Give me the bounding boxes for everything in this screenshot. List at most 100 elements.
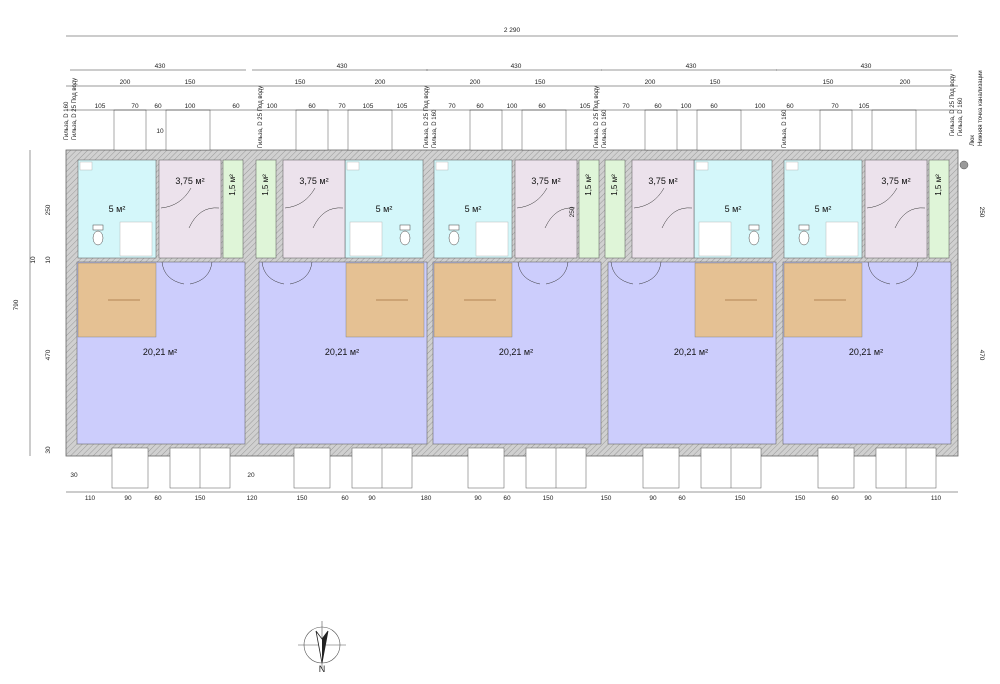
area-room-label: 20,21 м² xyxy=(674,347,708,357)
door-top-1 xyxy=(644,109,678,151)
corridor xyxy=(928,159,950,259)
compass-north-label: N xyxy=(319,664,326,674)
door-top-2 xyxy=(521,109,567,151)
dim-left-30: 30 xyxy=(45,446,52,454)
dim-sub-3: 100 xyxy=(185,103,196,110)
dim-sub-21: 70 xyxy=(831,103,839,110)
toilet-icon xyxy=(798,230,810,246)
dim-module-width: 430 xyxy=(686,63,697,70)
sink-icon xyxy=(785,161,799,171)
note-hatch: Люк xyxy=(970,135,976,146)
dim-sub-1: 70 xyxy=(131,103,139,110)
area-bath-label: 5 м² xyxy=(725,204,742,214)
area-room-label: 20,21 м² xyxy=(499,347,533,357)
corridor xyxy=(222,159,244,259)
note-sleeve-d25-4: Гильза, D 25 Под воду xyxy=(594,86,600,148)
shower-tray xyxy=(119,221,153,257)
door-swing-shower xyxy=(516,187,548,209)
dim-total-width: 2 290 xyxy=(504,27,521,34)
note-sleeve-d25-6: Гильза, D 25 Под воду xyxy=(950,74,956,136)
toilet-icon xyxy=(748,230,760,246)
dim-top-9: 200 xyxy=(900,79,911,86)
dim-sub-13: 60 xyxy=(538,103,546,110)
shower-room xyxy=(282,159,346,259)
door-swing-room xyxy=(161,261,185,285)
area-room-label: 20,21 м² xyxy=(143,347,177,357)
dim-top-5: 150 xyxy=(535,79,546,86)
door-top-2 xyxy=(347,109,393,151)
dim-sub-19: 100 xyxy=(755,103,766,110)
dim-bottom-18: 90 xyxy=(864,495,872,502)
dim-module-width: 430 xyxy=(155,63,166,70)
area-shower-label: 3,75 м² xyxy=(881,176,910,186)
door-swing-shower xyxy=(284,187,316,209)
dim-top-7: 150 xyxy=(710,79,721,86)
module-1: 5 м² 3,75 м² 1,5 м² 20,21 м² 430 xyxy=(76,63,246,489)
dim-top-3: 200 xyxy=(375,79,386,86)
dim-bottom-2: 60 xyxy=(154,495,162,502)
dim-sub-16: 60 xyxy=(654,103,662,110)
dim-bottom-16: 150 xyxy=(795,495,806,502)
dim-left-10: 10 xyxy=(45,256,52,264)
area-bath-label: 5 м² xyxy=(109,204,126,214)
area-shower-label: 3,75 м² xyxy=(299,176,328,186)
area-room-label: 20,21 м² xyxy=(325,347,359,357)
door-swing-room xyxy=(867,261,891,285)
dim-top-1: 150 xyxy=(185,79,196,86)
door-swing-shower-2 xyxy=(188,207,220,229)
dim-bottom-0: 110 xyxy=(85,495,96,502)
dim-sub-7: 70 xyxy=(338,103,346,110)
corridor xyxy=(255,159,277,259)
dim-sub-11: 60 xyxy=(476,103,484,110)
dim-sub-20: 60 xyxy=(786,103,794,110)
sink-icon xyxy=(695,161,709,171)
door-swing-room-2 xyxy=(545,261,569,285)
toilet-tank xyxy=(798,224,810,231)
dim-bottom-3: 150 xyxy=(195,495,206,502)
sink-icon xyxy=(346,161,360,171)
dim-sub-15: 70 xyxy=(622,103,630,110)
dim-small-30: 30 xyxy=(70,472,78,479)
door-swing-shower-2 xyxy=(661,207,693,229)
area-bath-label: 5 м² xyxy=(376,204,393,214)
window-bottom xyxy=(293,447,331,489)
window-bottom xyxy=(467,447,505,489)
dim-mid-10: 10 xyxy=(30,256,37,264)
door-swing-shower-2 xyxy=(544,207,576,229)
area-corridor-label: 1,5 м² xyxy=(584,174,593,196)
area-corridor-label: 1,5 м² xyxy=(228,174,237,196)
area-shower-label: 3,75 м² xyxy=(175,176,204,186)
area-bath-label: 5 м² xyxy=(465,204,482,214)
door-top-2 xyxy=(871,109,917,151)
bathroom xyxy=(783,159,863,259)
dim-top-2: 150 xyxy=(295,79,306,86)
door-top-2 xyxy=(165,109,211,151)
dim-sub-8: 105 xyxy=(363,103,374,110)
note-sleeve-d25-1: Гильза, D 25 Под воду xyxy=(72,78,78,140)
dim-sub-2: 60 xyxy=(154,103,162,110)
note-sewer-point: Нижняя точка канализации xyxy=(978,70,984,146)
note-sleeve-d25-3: Гильза, D 25 Под воду xyxy=(424,86,430,148)
dim-top-8: 150 xyxy=(823,79,834,86)
shower-tray xyxy=(475,221,509,257)
door-swing-room-2 xyxy=(895,261,919,285)
area-corridor-label: 1,5 м² xyxy=(261,174,270,196)
note-sleeve-d160-6: Гильза, D 160 xyxy=(958,97,964,136)
dim-bottom-14: 60 xyxy=(678,495,686,502)
dim-top-4: 200 xyxy=(470,79,481,86)
door-top-1 xyxy=(819,109,853,151)
note-sleeve-d25-2: Гильза, D 25 Под воду xyxy=(258,86,264,148)
dim-top-0: 200 xyxy=(120,79,131,86)
dim-bottom-17: 60 xyxy=(831,495,839,502)
door-swing-room xyxy=(517,261,541,285)
area-corridor-label: 1,5 м² xyxy=(610,174,619,196)
dim-sub-18: 60 xyxy=(710,103,718,110)
door-top-2 xyxy=(696,109,742,151)
dim-bottom-9: 90 xyxy=(474,495,482,502)
dim-sub-5: 100 xyxy=(267,103,278,110)
dim-bottom-1: 90 xyxy=(124,495,132,502)
